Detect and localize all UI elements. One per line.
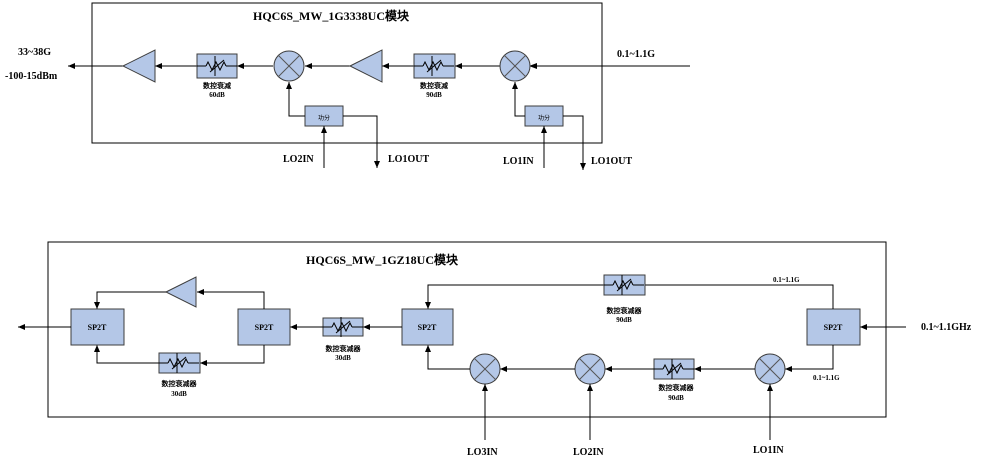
bottom-arrowhead xyxy=(363,324,370,330)
bottom-att-branch-in xyxy=(200,345,265,364)
bottom-attenuator-left-value: 30dB xyxy=(171,390,187,398)
top-amplifier-1 xyxy=(121,49,156,83)
bottom-attenuator-bottom-value: 90dB xyxy=(668,394,684,402)
top-lo1in-label: LO1IN xyxy=(503,156,534,167)
bottom-sp2t-mid-label: SP2T xyxy=(255,323,274,332)
top-lo1out-a-label: LO1OUT xyxy=(388,154,429,165)
bottom-attenuator-mid: 数控衰减器 30dB xyxy=(322,316,364,362)
bottom-arrowhead xyxy=(425,345,431,352)
top-input-arrowhead xyxy=(529,63,537,69)
bottom-sp2t-right: SP2T xyxy=(806,308,861,346)
top-attenuator-1: 数控衰减 60dB xyxy=(196,53,238,99)
top-arrowhead xyxy=(382,63,389,69)
top-attenuator-2: 数控衰减 90dB xyxy=(413,53,456,99)
bottom-lo1in-label: LO1IN xyxy=(753,445,784,456)
bottom-sp2t-left-label: SP2T xyxy=(88,323,107,332)
bottom-attenuator-top-value: 90dB xyxy=(616,316,632,324)
top-amplifier-2 xyxy=(348,49,383,83)
bottom-output-arrowhead xyxy=(18,324,25,330)
bottom-amplifier xyxy=(164,276,197,308)
bottom-bypass-freq: 0.1~1.1G xyxy=(773,276,800,284)
top-arrowhead xyxy=(374,161,380,168)
bottom-attenuator-top-name: 数控衰减器 xyxy=(607,306,643,315)
bottom-lo2in-label: LO2IN xyxy=(573,447,604,458)
top-arrowhead xyxy=(512,82,518,89)
top-mixer-2 xyxy=(273,50,305,82)
bottom-arrowhead xyxy=(482,384,488,391)
bottom-sp2t-right-label: SP2T xyxy=(824,323,843,332)
top-lo1-to-mixer-wire xyxy=(514,82,525,117)
bottom-arrowhead xyxy=(94,302,100,309)
bottom-arrowhead xyxy=(767,384,773,391)
bottom-arrowhead xyxy=(425,302,431,309)
top-splitter-2: 功分 xyxy=(524,105,564,127)
bottom-sp2t-center-label: SP2T xyxy=(418,323,437,332)
bottom-arrowhead xyxy=(500,366,507,372)
bottom-attenuator-top: 数控衰减器 90dB xyxy=(603,274,646,324)
bottom-module-title: HQC6S_MW_1GZ18UC模块 xyxy=(306,252,459,267)
top-arrowhead xyxy=(321,126,327,133)
top-diagram: HQC6S_MW_1G3338UC模块 数控衰减 60dB 数控衰减 xyxy=(5,2,690,170)
bottom-sp2t-left: SP2T xyxy=(70,308,125,346)
bottom-mixer-1 xyxy=(754,353,786,385)
top-arrowhead xyxy=(305,63,312,69)
bottom-arrowhead xyxy=(785,366,792,372)
top-arrowhead xyxy=(580,163,586,170)
top-splitter-1: 功分 xyxy=(304,105,344,127)
top-lo1out-a-wire xyxy=(343,115,378,168)
bottom-lo3in-label: LO3IN xyxy=(467,447,498,458)
top-arrowhead xyxy=(541,126,547,133)
bottom-attenuator-left-name: 数控衰减器 xyxy=(162,379,198,388)
top-arrowhead xyxy=(286,82,292,89)
bottom-arrowhead xyxy=(860,324,867,330)
top-lo1out-b-wire xyxy=(563,115,584,170)
top-output-arrowhead xyxy=(68,63,75,69)
top-attenuator-2-value: 90dB xyxy=(426,91,442,99)
top-mixer-1 xyxy=(499,50,531,82)
top-output-freq: 33~38G xyxy=(18,47,51,58)
bottom-arrowhead xyxy=(587,384,593,391)
bottom-main-freq: 0.1~1.1G xyxy=(813,374,840,382)
top-arrowhead xyxy=(237,63,244,69)
top-attenuator-1-name: 数控衰减 xyxy=(203,81,231,90)
bottom-mixer-3 xyxy=(469,353,501,385)
bottom-sp2t-center: SP2T xyxy=(401,308,454,346)
bottom-module-frame xyxy=(47,241,887,418)
bottom-diagram: HQC6S_MW_1GZ18UC模块 SP2T 数控衰减器 90dB 0.1~1… xyxy=(18,241,972,458)
bottom-attenuator-bottom-name: 数控衰减器 xyxy=(659,383,695,392)
top-attenuator-2-name: 数控衰减 xyxy=(420,81,448,90)
top-splitter-2-label: 功分 xyxy=(538,114,550,122)
top-splitter-1-label: 功分 xyxy=(318,114,330,122)
top-lo2in-label: LO2IN xyxy=(283,154,314,165)
bottom-arrowhead xyxy=(290,324,297,330)
top-module-title: HQC6S_MW_1G3338UC模块 xyxy=(253,8,410,23)
top-input-freq: 0.1~1.1G xyxy=(617,49,655,60)
top-arrowhead xyxy=(155,63,162,69)
bottom-attenuator-mid-value: 30dB xyxy=(335,354,351,362)
top-output-power: -100-15dBm xyxy=(5,71,58,82)
bottom-arrowhead xyxy=(94,345,100,352)
bottom-arrowhead xyxy=(694,366,701,372)
bottom-attenuator-mid-name: 数控衰减器 xyxy=(326,344,362,353)
bottom-input-freq: 0.1~1.1GHz xyxy=(921,322,972,333)
bottom-arrowhead xyxy=(197,289,204,295)
top-arrowhead xyxy=(455,63,462,69)
top-lo2-to-mixer-wire xyxy=(288,82,305,117)
bottom-amp-branch-in xyxy=(197,291,265,309)
top-attenuator-1-value: 60dB xyxy=(209,91,225,99)
top-lo1out-b-label: LO1OUT xyxy=(591,156,632,167)
bottom-mixer-2 xyxy=(574,353,606,385)
bottom-main-path-end xyxy=(427,345,470,370)
bottom-arrowhead xyxy=(200,360,207,366)
bottom-main-path-start xyxy=(785,345,834,370)
bottom-arrowhead xyxy=(605,366,612,372)
bottom-sp2t-mid: SP2T xyxy=(237,308,291,346)
